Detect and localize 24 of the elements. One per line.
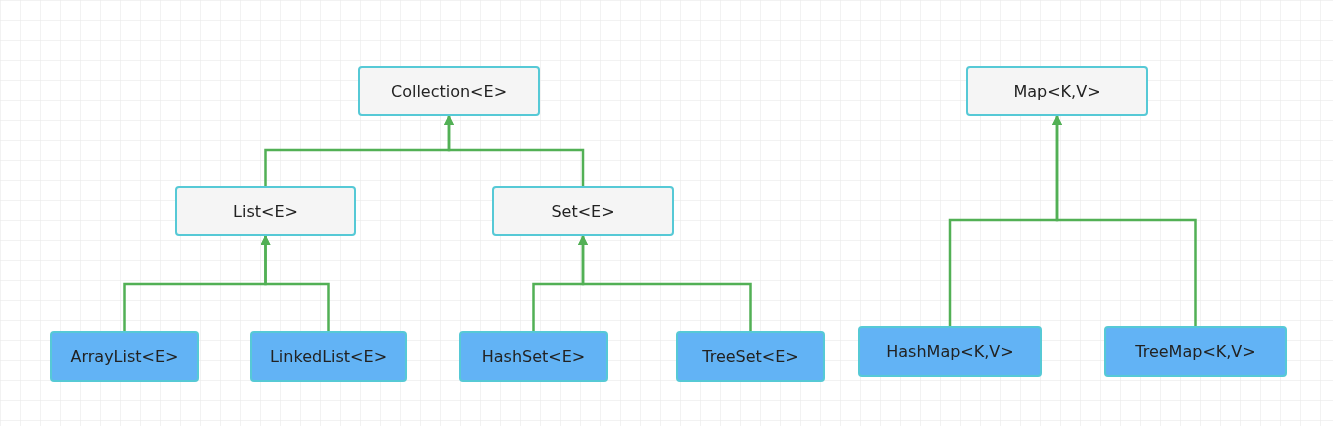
interface-box: [358, 66, 540, 116]
class-name: HashMap<K,V>: [886, 342, 1014, 361]
class-name: TreeSet<E>: [702, 347, 799, 366]
class-name: Collection<E>: [390, 81, 508, 101]
class-name: ArrayList<E>: [70, 347, 179, 366]
class-box: [50, 331, 199, 382]
interface-box: [492, 186, 674, 236]
class-name: HashSet<E>: [481, 347, 586, 366]
inheritance-arrow: [578, 235, 752, 331]
class-name: List<E>: [233, 201, 298, 221]
class-name: LinkedList<E>: [269, 347, 388, 366]
class-name: Map<K,V>: [1013, 81, 1101, 101]
interface-box: [175, 186, 356, 236]
class-box: [1104, 326, 1287, 377]
class-box: [858, 326, 1042, 377]
inheritance-arrow: [1052, 115, 1197, 326]
inheritance-arrow: [260, 235, 330, 331]
inheritance-arrow: [444, 115, 585, 186]
class-name: Set<E>: [551, 201, 615, 221]
interface-box: [966, 66, 1148, 116]
class-name: TreeMap<K,V>: [1135, 342, 1256, 361]
class-box: [459, 331, 608, 382]
class-box: [676, 331, 825, 382]
class-box: [250, 331, 407, 382]
